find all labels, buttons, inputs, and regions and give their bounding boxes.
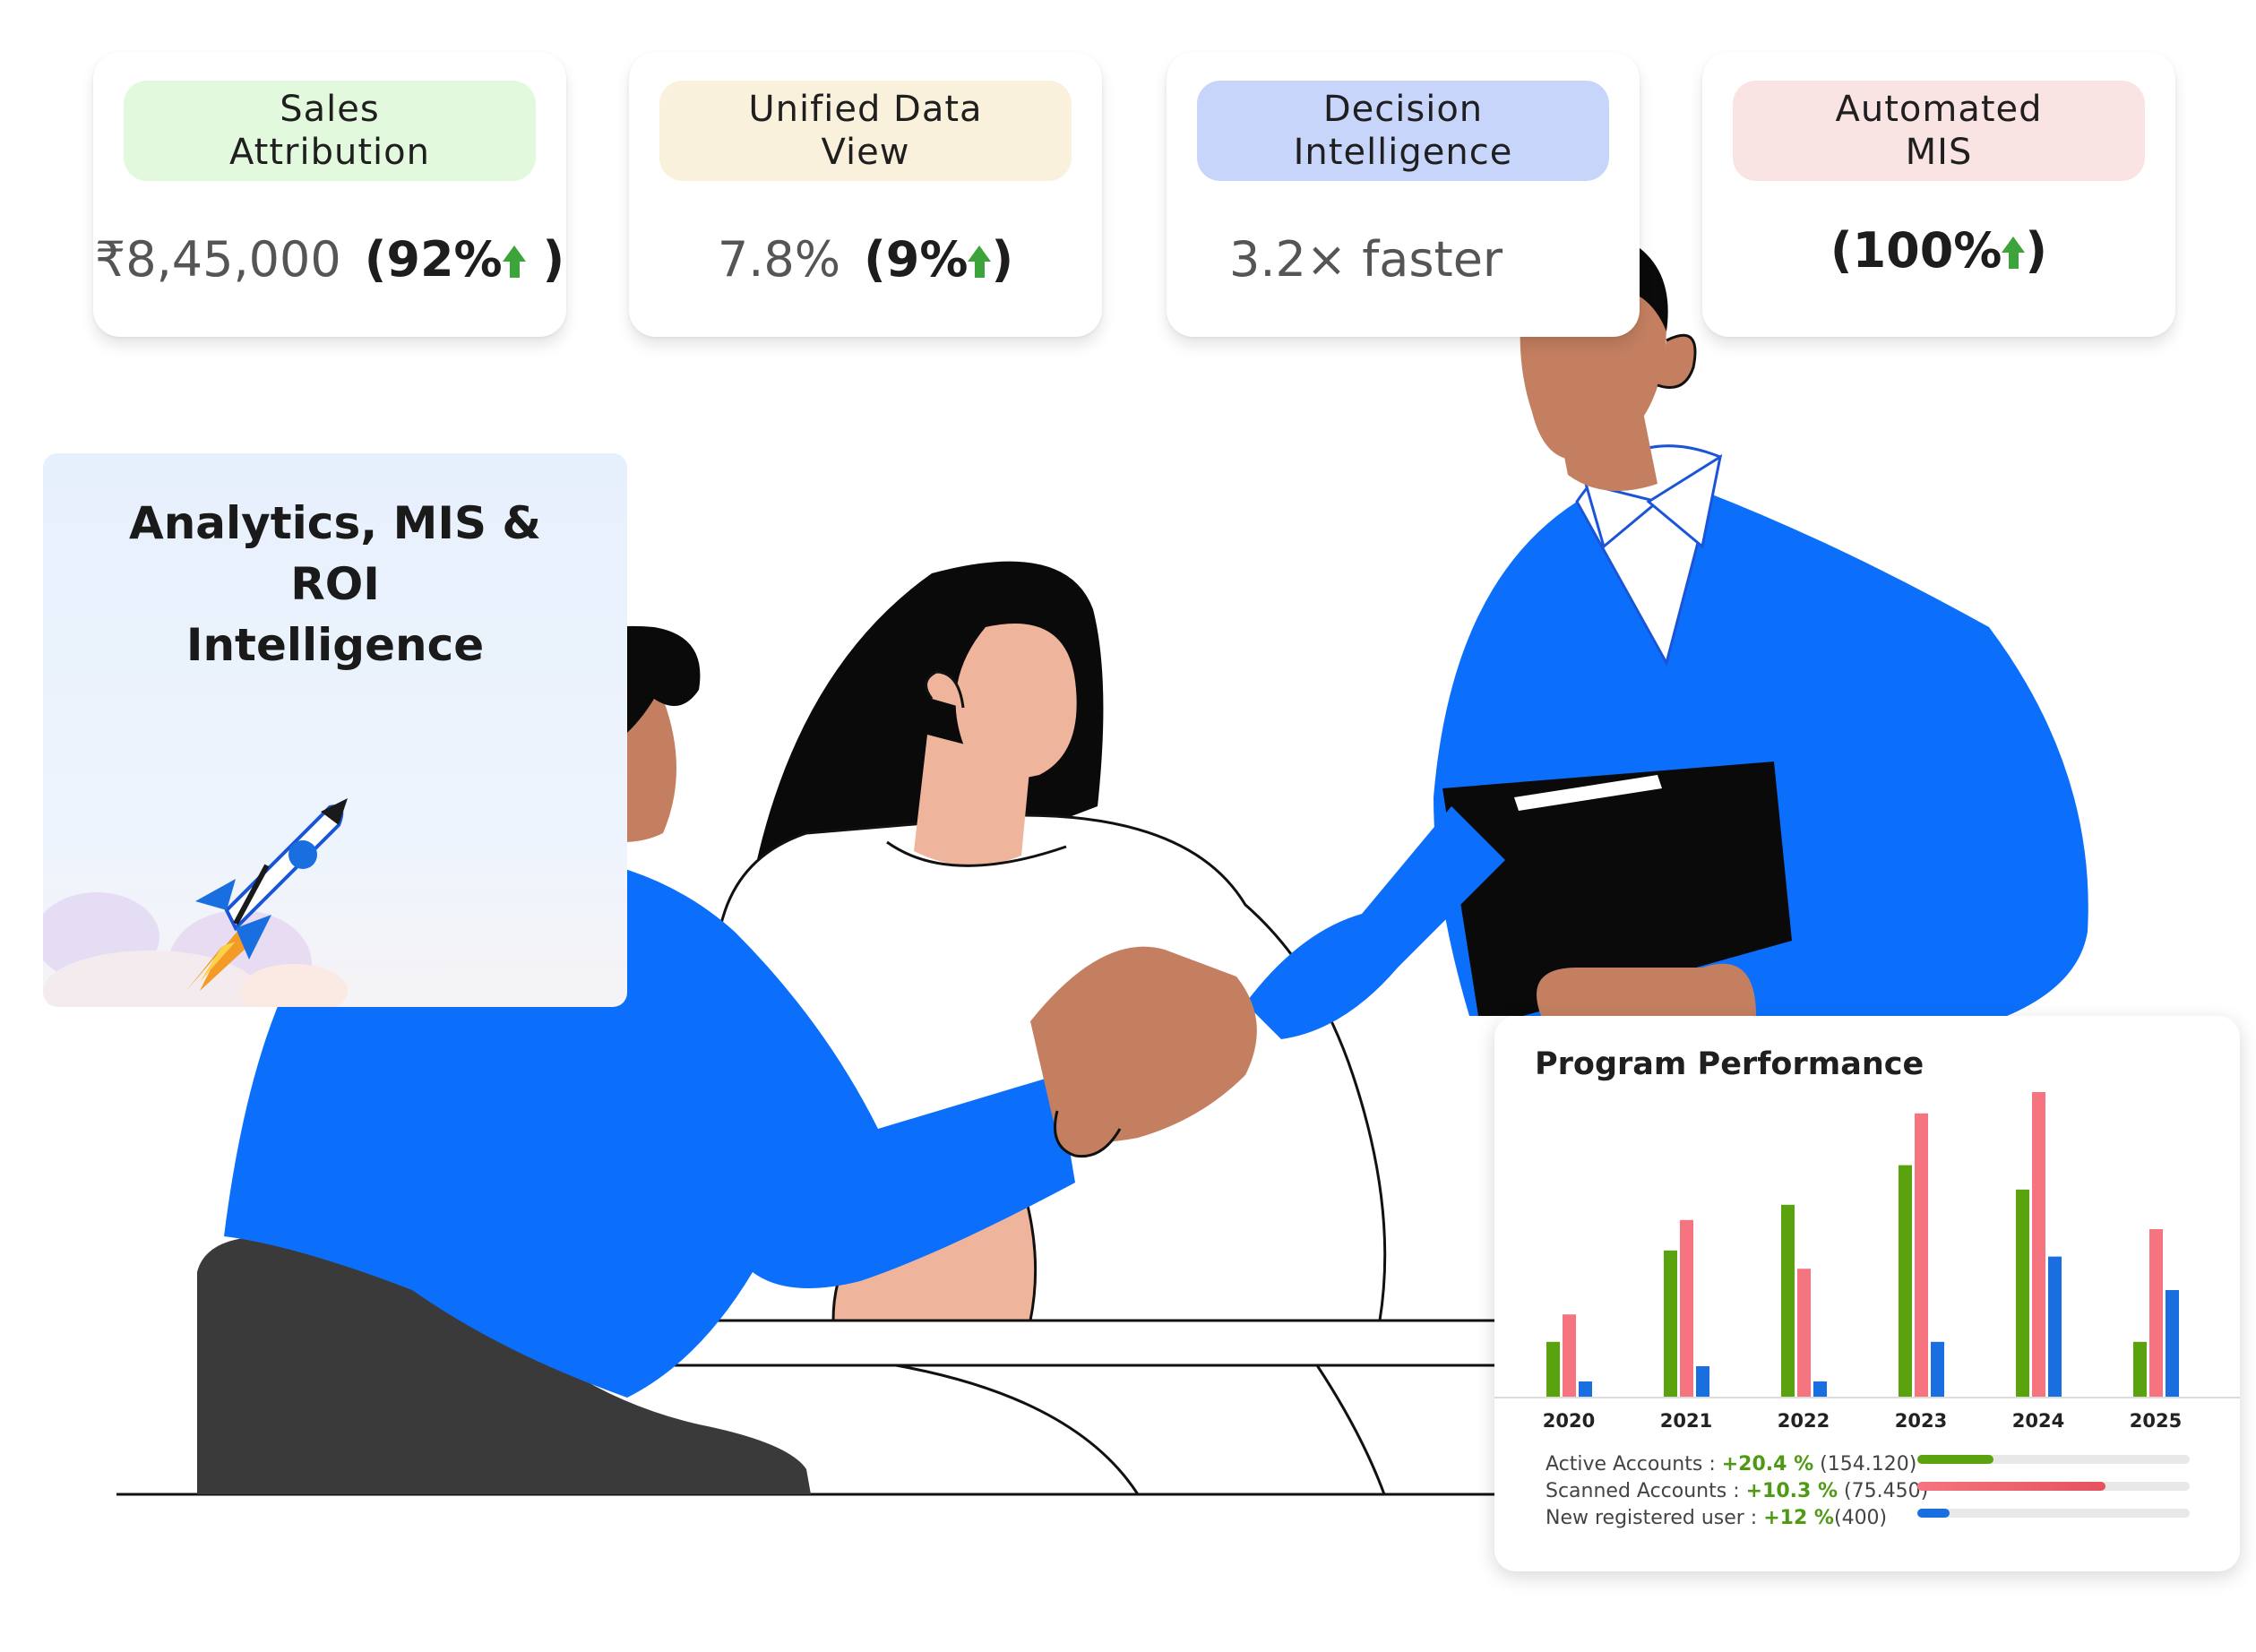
bar-new-registered-user [1813, 1381, 1827, 1397]
progress-track-scanned [1917, 1482, 2190, 1491]
kpi-change: (100%) [1830, 222, 2048, 279]
bar-scanned-accounts [1680, 1219, 1693, 1397]
kpi-card-sales-attribution: Sales Attribution ₹8,45,000 (92% ) [93, 52, 566, 337]
bar-active-accounts [2016, 1189, 2029, 1397]
kpi-value-row: 3.2× faster [1229, 231, 1640, 288]
year-tick-label: 2020 [1542, 1410, 1596, 1432]
bar-scanned-accounts [2032, 1092, 2045, 1397]
stat-label: Active Accounts : [1546, 1453, 1722, 1476]
bar-active-accounts [1899, 1165, 1912, 1397]
bar-new-registered-user [2166, 1290, 2179, 1397]
standing-man-figure [1245, 228, 2088, 1039]
kpi-card-unified-data-view: Unified Data View 7.8% (9%) [629, 52, 1102, 337]
stat-label: New registered user : [1546, 1507, 1764, 1529]
bar-scanned-accounts [1797, 1269, 1811, 1397]
analytics-title: Analytics, MIS & ROI Intelligence [129, 497, 541, 671]
bar-active-accounts [2133, 1341, 2147, 1397]
kpi-value-row: (100%) [1702, 222, 2175, 280]
year-tick-label: 2025 [2129, 1410, 2183, 1432]
progress-track-new [1917, 1509, 2190, 1518]
kpi-title: Automated MIS [1733, 81, 2145, 181]
kpi-value-row: ₹8,45,000 (92% ) [93, 231, 566, 288]
bar-new-registered-user [1579, 1381, 1592, 1397]
kpi-title: Unified Data View [659, 81, 1072, 181]
bar-active-accounts [1664, 1250, 1677, 1397]
stat-detail: (154.120) [1813, 1453, 1917, 1476]
program-performance-card: Program Performance 2020 2021 2022 2023 2024… [1494, 1016, 2240, 1571]
kpi-title: Sales Attribution [124, 81, 536, 181]
progress-fill-scanned [1917, 1482, 2105, 1491]
bar-active-accounts [1546, 1341, 1560, 1397]
year-tick-label: 2021 [1659, 1410, 1713, 1432]
kpi-change: (92% ) [364, 231, 565, 288]
analytics-panel: Analytics, MIS & ROI Intelligence [43, 453, 627, 1007]
kpi-value: ₹8,45,000 [94, 231, 341, 288]
kpi-card-automated-mis: Automated MIS (100%) [1702, 52, 2175, 337]
bar-scanned-accounts [1563, 1314, 1576, 1397]
year-tick-label: 2024 [2011, 1410, 2065, 1432]
progress-track-active [1917, 1455, 2190, 1464]
year-tick-label: 2022 [1777, 1410, 1830, 1432]
bar-active-accounts [1781, 1204, 1795, 1397]
bar-new-registered-user [2048, 1256, 2062, 1397]
performance-bar-chart [1494, 1092, 2240, 1398]
kpi-change: (9%) [864, 231, 1014, 288]
arrow-up-icon [2002, 237, 2026, 254]
bar-new-registered-user [1696, 1366, 1709, 1397]
arrow-up-icon [502, 245, 526, 262]
stat-scanned-accounts: Scanned Accounts : +10.3 % (75.450) [1546, 1480, 1928, 1502]
progress-fill-new [1917, 1509, 1950, 1518]
stat-pct: +10.3 % [1745, 1480, 1838, 1502]
arrow-up-icon [968, 245, 992, 262]
kpi-card-decision-intelligence: Decision Intelligence 3.2× faster [1167, 52, 1640, 337]
chair-illustration [197, 1236, 811, 1494]
bar-scanned-accounts [1915, 1113, 1928, 1397]
chart-title: Program Performance [1535, 1046, 1924, 1082]
kpi-value: 3.2× faster [1229, 231, 1503, 288]
year-tick-label: 2023 [1894, 1410, 1948, 1432]
stat-label: Scanned Accounts : [1546, 1480, 1746, 1502]
kpi-title: Decision Intelligence [1197, 81, 1609, 181]
rocket-icon [43, 798, 348, 1007]
bar-new-registered-user [1931, 1341, 1944, 1397]
stat-pct: +20.4 % [1721, 1453, 1814, 1476]
progress-fill-active [1917, 1455, 1994, 1464]
stat-new-registered-user: New registered user : +12 %(400) [1546, 1507, 1887, 1529]
stat-detail: (400) [1833, 1507, 1888, 1529]
kpi-value: 7.8% [717, 231, 841, 288]
kpi-value-row: 7.8% (9%) [629, 231, 1102, 288]
stat-detail: (75.450) [1838, 1480, 1929, 1502]
stat-pct: +12 % [1763, 1507, 1834, 1529]
stat-active-accounts: Active Accounts : +20.4 % (154.120) [1546, 1453, 1916, 1476]
bar-scanned-accounts [2149, 1229, 2163, 1397]
